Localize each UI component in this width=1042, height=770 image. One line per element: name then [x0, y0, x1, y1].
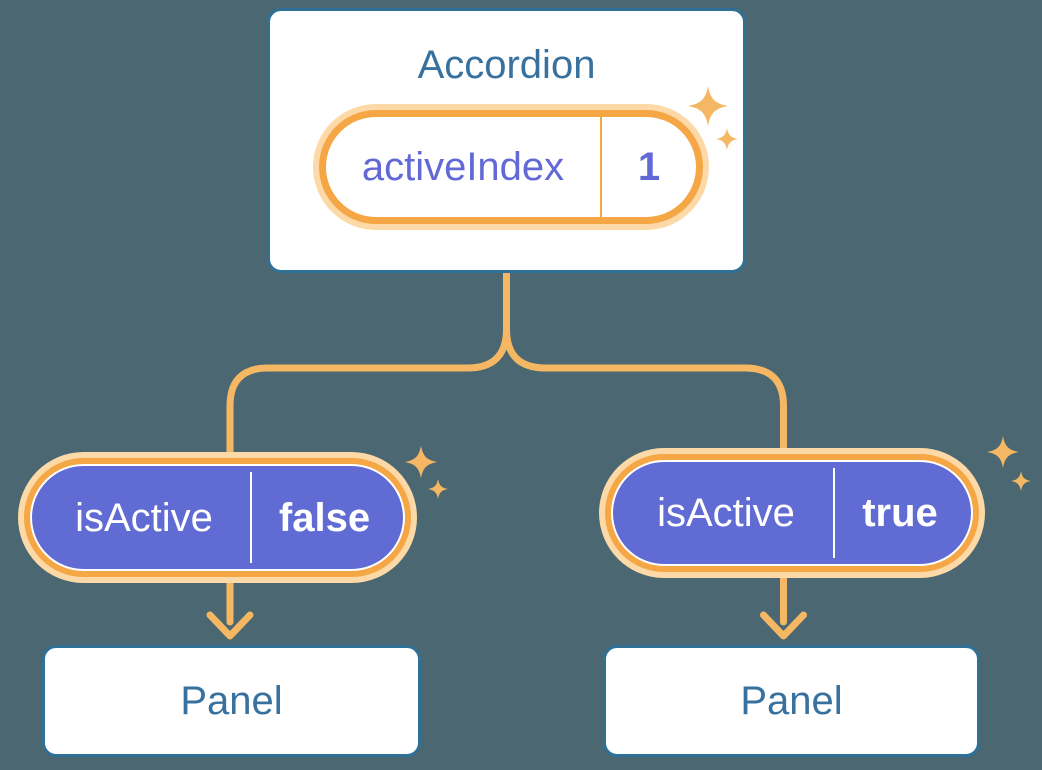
prop-name: isActive — [657, 491, 795, 535]
prop-pill-divider — [833, 468, 835, 558]
panel-title: Panel — [740, 678, 843, 723]
panel-title: Panel — [180, 678, 283, 723]
prop-pill-body: isActive false — [30, 464, 405, 571]
prop-pill-right: isActive true — [599, 448, 985, 578]
arrow-down-icon — [760, 611, 807, 640]
sparkle-icon — [428, 479, 448, 499]
state-pill-divider — [600, 117, 602, 217]
sparkle-icon — [987, 436, 1019, 468]
sparkle-icon — [404, 445, 438, 479]
state-value: 1 — [637, 145, 661, 189]
panel-card-left: Panel — [42, 645, 421, 757]
prop-pill-left: isActive false — [18, 452, 417, 583]
prop-pill-ring: isActive false — [24, 458, 411, 577]
prop-value: false — [278, 495, 371, 540]
prop-pill-ring: isActive true — [605, 454, 979, 572]
prop-value: true — [862, 491, 938, 535]
state-pill-ring: activeIndex 1 — [319, 110, 703, 224]
state-name: activeIndex — [361, 145, 565, 189]
arrow-down-icon — [206, 611, 254, 640]
sparkle-icon — [1011, 471, 1031, 491]
prop-name: isActive — [75, 495, 213, 540]
prop-pill-body: isActive true — [611, 460, 973, 566]
panel-card-right: Panel — [603, 645, 980, 757]
state-pill: activeIndex 1 — [313, 104, 709, 230]
accordion-title: Accordion — [417, 43, 596, 87]
state-pill-body: activeIndex 1 — [326, 117, 696, 217]
